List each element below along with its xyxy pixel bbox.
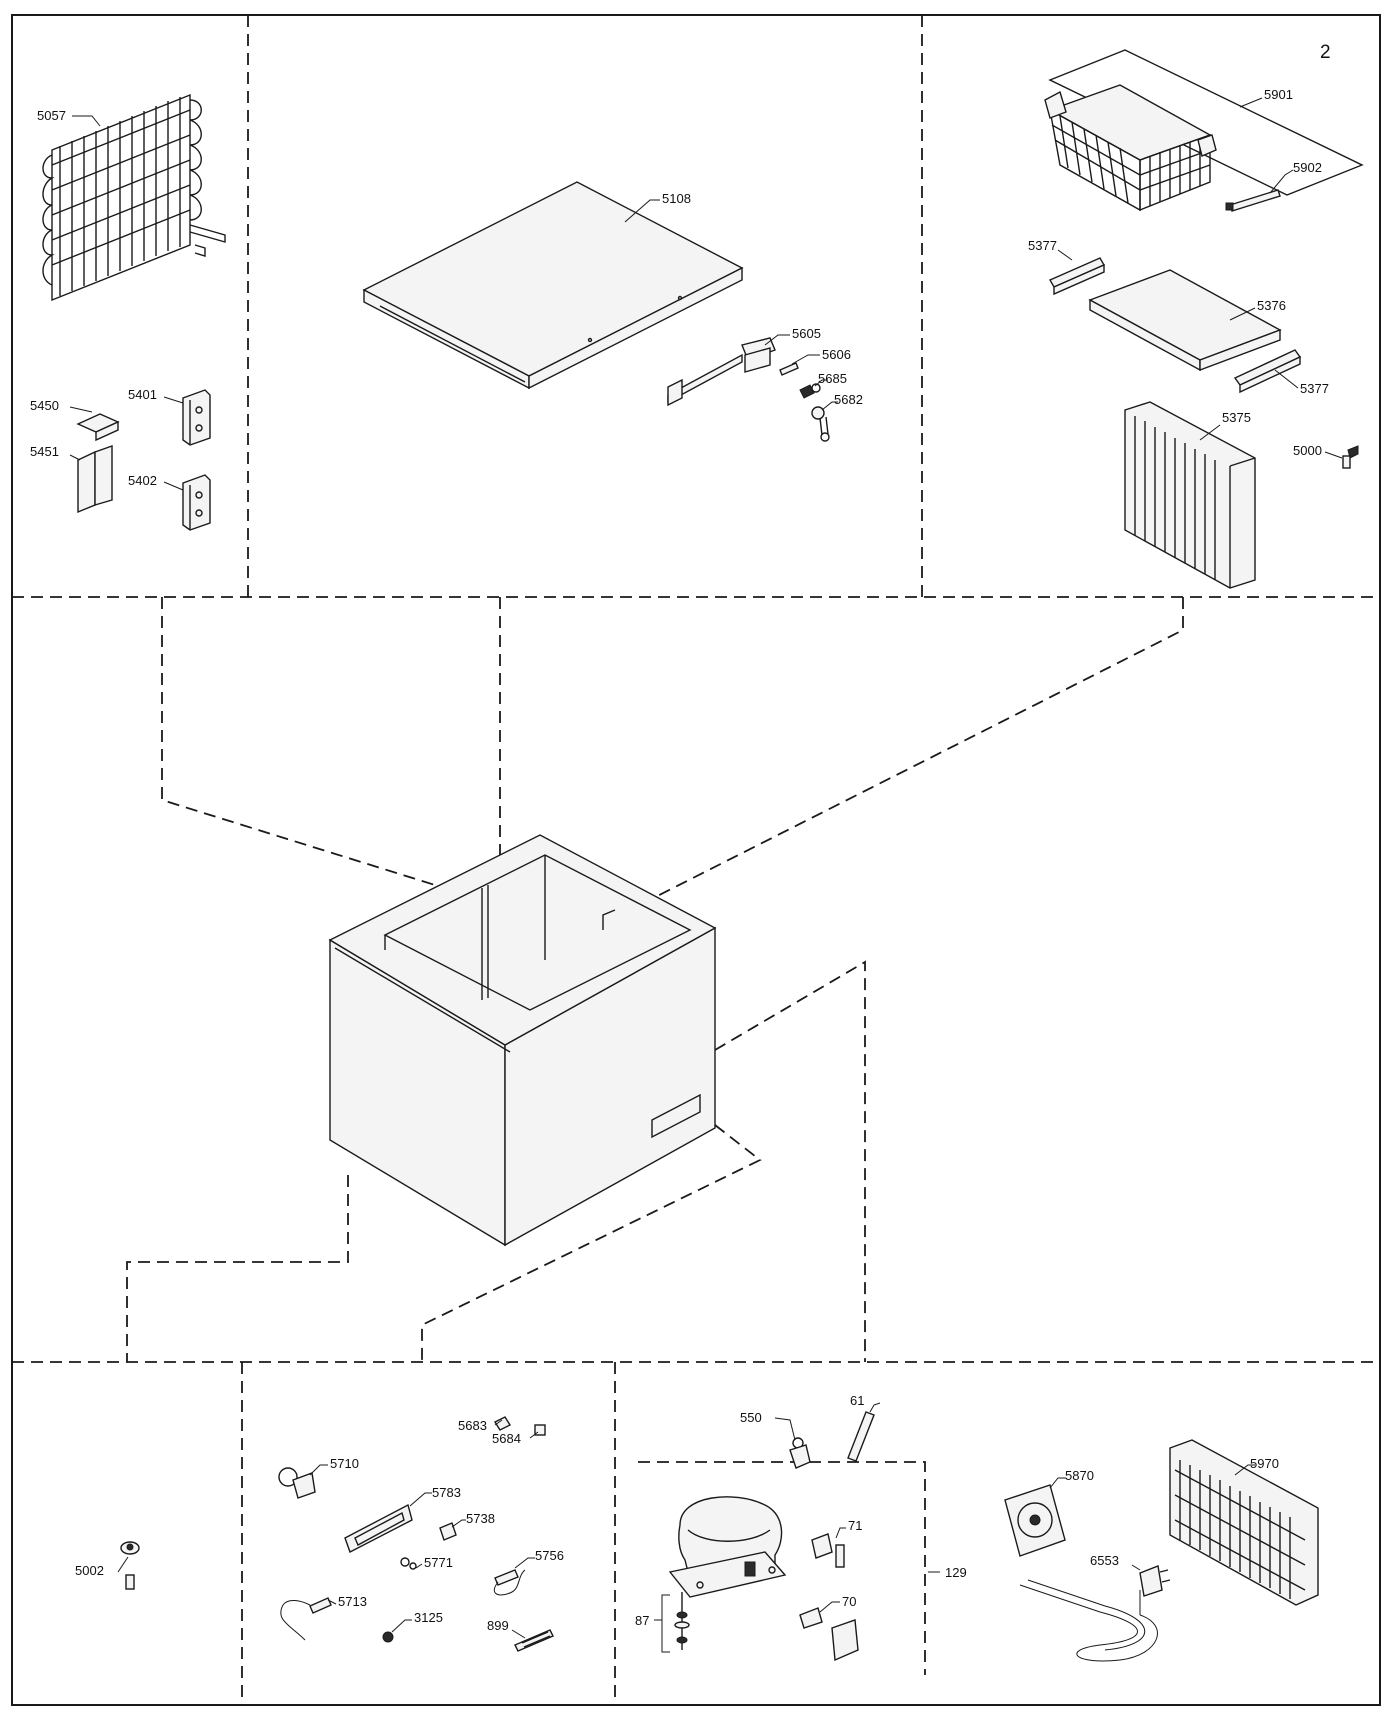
control-panel-5783: 5783 xyxy=(344,1485,461,1553)
condenser-5057: 5057 xyxy=(37,93,226,302)
label-5710: 5710 xyxy=(330,1456,359,1471)
power-cord-6553: 6553 xyxy=(1019,1553,1171,1662)
rail-5377-lower: 5377 xyxy=(1233,349,1329,396)
label-5683: 5683 xyxy=(458,1418,487,1433)
part-5738: 5738 xyxy=(439,1511,495,1541)
label-87: 87 xyxy=(635,1613,649,1628)
relay-71: 71 xyxy=(811,1518,862,1568)
wall-panel-5375: 5375 xyxy=(1124,401,1256,589)
label-5377-upper: 5377 xyxy=(1028,238,1057,253)
label-5756: 5756 xyxy=(535,1548,564,1563)
basket-5901: 5901 xyxy=(1044,49,1364,212)
part-5684: 5684 xyxy=(492,1424,546,1446)
fan-5870: 5870 xyxy=(1004,1468,1094,1557)
sensor-5713: 5713 xyxy=(280,1594,367,1641)
label-5451: 5451 xyxy=(30,444,59,459)
sensor-5756: 5756 xyxy=(493,1548,564,1596)
compressor xyxy=(668,1496,787,1598)
part-5771: 5771 xyxy=(400,1555,453,1570)
part-5002: 5002 xyxy=(75,1541,140,1590)
label-5682: 5682 xyxy=(834,392,863,407)
grille-5970: 5970 xyxy=(1169,1439,1319,1606)
freezer-cabinet xyxy=(328,834,717,1247)
bracket-5450: 5450 xyxy=(30,398,120,442)
label-61: 61 xyxy=(850,1393,864,1408)
hinge-5402: 5402 xyxy=(128,473,211,531)
lock-bar-5605: 5605 xyxy=(667,326,821,407)
label-5401: 5401 xyxy=(128,387,157,402)
page-number: 2 xyxy=(1320,42,1331,63)
label-5771: 5771 xyxy=(424,1555,453,1570)
label-129: 129 xyxy=(945,1565,967,1580)
label-5108: 5108 xyxy=(662,191,691,206)
label-5376: 5376 xyxy=(1257,298,1286,313)
diagram-frame xyxy=(11,14,1381,1706)
part-5710: 5710 xyxy=(278,1456,359,1499)
label-5713: 5713 xyxy=(338,1594,367,1609)
part-5606: 5606 xyxy=(779,347,851,376)
mounting-kit-87: 87 xyxy=(635,1592,690,1653)
label-5902: 5902 xyxy=(1293,160,1322,175)
label-5002: 5002 xyxy=(75,1563,104,1578)
label-70: 70 xyxy=(842,1594,856,1609)
part-5685: 5685 xyxy=(799,371,847,399)
label-550: 550 xyxy=(740,1410,762,1425)
part-5683: 5683 xyxy=(458,1416,512,1433)
part-3125: 3125 xyxy=(382,1610,443,1643)
label-5970: 5970 xyxy=(1250,1456,1279,1471)
label-5870: 5870 xyxy=(1065,1468,1094,1483)
label-5000: 5000 xyxy=(1293,443,1322,458)
divider-5902: 5902 xyxy=(1225,160,1322,212)
label-129-leader: 129 xyxy=(928,1565,967,1580)
filter-drier-61: 61 xyxy=(847,1393,881,1462)
label-5783: 5783 xyxy=(432,1485,461,1500)
label-6553: 6553 xyxy=(1090,1553,1119,1568)
label-5402: 5402 xyxy=(128,473,157,488)
label-5901: 5901 xyxy=(1264,87,1293,102)
section-dividers xyxy=(12,15,1380,1705)
part-5000: 5000 xyxy=(1293,443,1359,469)
label-899: 899 xyxy=(487,1618,509,1633)
label-5738: 5738 xyxy=(466,1511,495,1526)
lid-5108: 5108 xyxy=(362,181,744,390)
label-5057: 5057 xyxy=(37,108,66,123)
part-550: 550 xyxy=(740,1410,811,1469)
label-5377-lower: 5377 xyxy=(1300,381,1329,396)
hinge-5401: 5401 xyxy=(128,387,211,446)
cabinet-leader-lines xyxy=(126,597,1184,1362)
label-5606: 5606 xyxy=(822,347,851,362)
label-71: 71 xyxy=(848,1518,862,1533)
panel-5376: 5376 xyxy=(1088,269,1286,372)
label-3125: 3125 xyxy=(414,1610,443,1625)
label-5375: 5375 xyxy=(1222,410,1251,425)
label-5450: 5450 xyxy=(30,398,59,413)
heater-899: 899 xyxy=(487,1618,554,1652)
capacitor-70: 70 xyxy=(799,1594,859,1662)
bracket-5451: 5451 xyxy=(30,444,113,514)
key-5682: 5682 xyxy=(811,392,863,442)
label-5685: 5685 xyxy=(818,371,847,386)
label-5684: 5684 xyxy=(492,1431,521,1446)
label-5605: 5605 xyxy=(792,326,821,341)
rail-5377-upper: 5377 xyxy=(1028,238,1105,296)
